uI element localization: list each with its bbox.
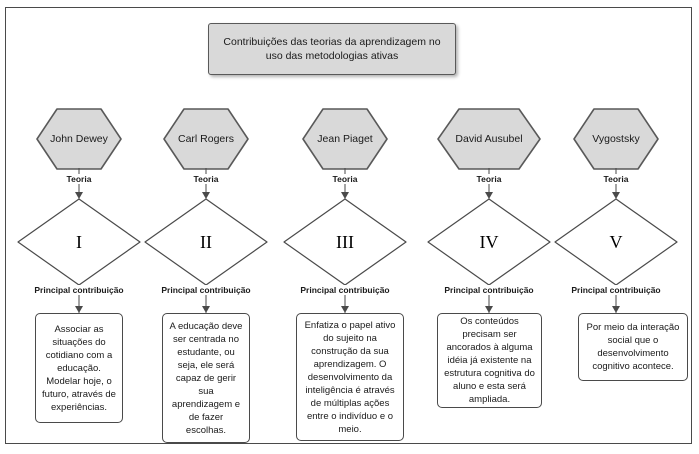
contribution-box-5[interactable]: Por meio da interação social que o desen… — [578, 313, 688, 381]
diamond-shape — [427, 198, 551, 286]
arrow-to-theory-1 — [75, 192, 83, 199]
contribution-text-4: Os conteúdos precisam ser ancorados à al… — [444, 316, 535, 405]
hexagon-shape — [302, 108, 388, 170]
theory-node-4[interactable]: IV — [427, 198, 551, 286]
author-node-5[interactable]: Vygostsky — [573, 108, 659, 170]
arrow-to-theory-3 — [341, 192, 349, 199]
diagram-frame: Contribuições das teorias da aprendizage… — [5, 7, 692, 444]
connector-theory-contribution-5 — [615, 285, 617, 313]
contribution-text-1: Associar as situações do cotidiano com a… — [42, 323, 116, 413]
arrow-to-contribution-3 — [341, 306, 349, 313]
diagram-title-text: Contribuições das teorias da aprendizage… — [223, 36, 441, 62]
contribution-box-3[interactable]: Enfatiza o papel ativo do sujeito na con… — [296, 313, 404, 441]
arrow-to-contribution-2 — [202, 306, 210, 313]
contribution-text-3: Enfatiza o papel ativo do sujeito na con… — [304, 319, 396, 435]
diamond-shape — [17, 198, 141, 286]
connector-theory-contribution-1 — [78, 285, 80, 313]
connector-theory-contribution-3 — [344, 285, 346, 313]
hexagon-shape — [573, 108, 659, 170]
edge-label-contribution-4: Principal contribuição — [441, 285, 537, 295]
hexagon-shape — [163, 108, 249, 170]
diagram-title-box: Contribuições das teorias da aprendizage… — [208, 23, 456, 75]
contribution-text-2: A educação deve ser centrada no estudant… — [169, 320, 243, 436]
author-node-1[interactable]: John Dewey — [36, 108, 122, 170]
edge-label-contribution-2: Principal contribuição — [158, 285, 254, 295]
hexagon-shape — [437, 108, 541, 170]
edge-label-theory-2: Teoria — [189, 174, 223, 184]
arrow-to-contribution-1 — [75, 306, 83, 313]
theory-node-2[interactable]: II — [144, 198, 268, 286]
contribution-box-1[interactable]: Associar as situações do cotidiano com a… — [35, 313, 123, 423]
edge-label-contribution-5: Principal contribuição — [568, 285, 664, 295]
arrow-to-contribution-4 — [485, 306, 493, 313]
author-node-3[interactable]: Jean Piaget — [302, 108, 388, 170]
connector-theory-contribution-4 — [488, 285, 490, 313]
arrow-to-theory-5 — [612, 192, 620, 199]
theory-node-5[interactable]: V — [554, 198, 678, 286]
author-node-2[interactable]: Carl Rogers — [163, 108, 249, 170]
arrow-to-theory-4 — [485, 192, 493, 199]
author-node-4[interactable]: David Ausubel — [437, 108, 541, 170]
diamond-shape — [144, 198, 268, 286]
hexagon-shape — [36, 108, 122, 170]
edge-label-contribution-1: Principal contribuição — [31, 285, 127, 295]
diamond-shape — [283, 198, 407, 286]
contribution-box-4[interactable]: Os conteúdos precisam ser ancorados à al… — [437, 313, 542, 408]
edge-label-theory-1: Teoria — [62, 174, 96, 184]
edge-label-theory-5: Teoria — [599, 174, 633, 184]
theory-node-1[interactable]: I — [17, 198, 141, 286]
arrow-to-theory-2 — [202, 192, 210, 199]
theory-node-3[interactable]: III — [283, 198, 407, 286]
edge-label-contribution-3: Principal contribuição — [297, 285, 393, 295]
edge-label-theory-4: Teoria — [472, 174, 506, 184]
contribution-box-2[interactable]: A educação deve ser centrada no estudant… — [162, 313, 250, 443]
diamond-shape — [554, 198, 678, 286]
arrow-to-contribution-5 — [612, 306, 620, 313]
edge-label-theory-3: Teoria — [328, 174, 362, 184]
contribution-text-5: Por meio da interação social que o desen… — [586, 322, 680, 372]
connector-theory-contribution-2 — [205, 285, 207, 313]
